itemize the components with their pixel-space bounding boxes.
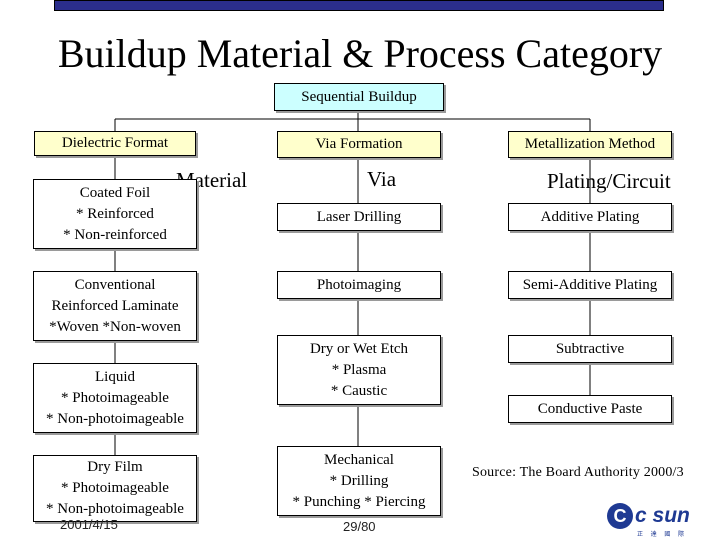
page-title: Buildup Material & Process Category <box>57 31 663 76</box>
footer-date: 2001/4/15 <box>60 517 118 532</box>
item-dry-wet-etch: Dry or Wet Etch * Plasma * Caustic <box>277 335 441 405</box>
header-metallization-method: Metallization Method <box>508 131 672 158</box>
item-conductive-paste: Conductive Paste <box>508 395 672 423</box>
footer-page-number: 29/80 <box>343 519 376 534</box>
item-liquid: Liquid * Photoimageable * Non-photoimage… <box>33 363 197 433</box>
heading-plating-circuit: Plating/Circuit <box>547 169 671 193</box>
header-via-formation: Via Formation <box>277 131 441 158</box>
item-photoimaging: Photoimaging <box>277 271 441 299</box>
root-sequential-buildup: Sequential Buildup <box>274 83 444 111</box>
item-coated-foil: Coated Foil * Reinforced * Non-reinforce… <box>33 179 197 249</box>
logo-subtext: 正 達 國 際 <box>637 532 688 538</box>
item-conventional-laminate: Conventional Reinforced Laminate *Woven … <box>33 271 197 341</box>
logo-mark-icon: C <box>607 503 633 529</box>
csun-logo: C c sun 正 達 國 際 <box>607 503 707 538</box>
item-semi-additive-plating: Semi-Additive Plating <box>508 271 672 299</box>
item-dry-film: Dry Film * Photoimageable * Non-photoima… <box>33 455 197 522</box>
header-dielectric-format: Dielectric Format <box>34 131 196 156</box>
item-laser-drilling: Laser Drilling <box>277 203 441 231</box>
logo-text: c sun <box>635 504 690 527</box>
item-mechanical: Mechanical * Drilling * Punching * Pierc… <box>277 446 441 516</box>
item-additive-plating: Additive Plating <box>508 203 672 231</box>
top-bar <box>54 0 664 11</box>
item-subtractive: Subtractive <box>508 335 672 363</box>
heading-via: Via <box>367 167 397 191</box>
source-note: Source: The Board Authority 2000/3 <box>472 465 684 480</box>
